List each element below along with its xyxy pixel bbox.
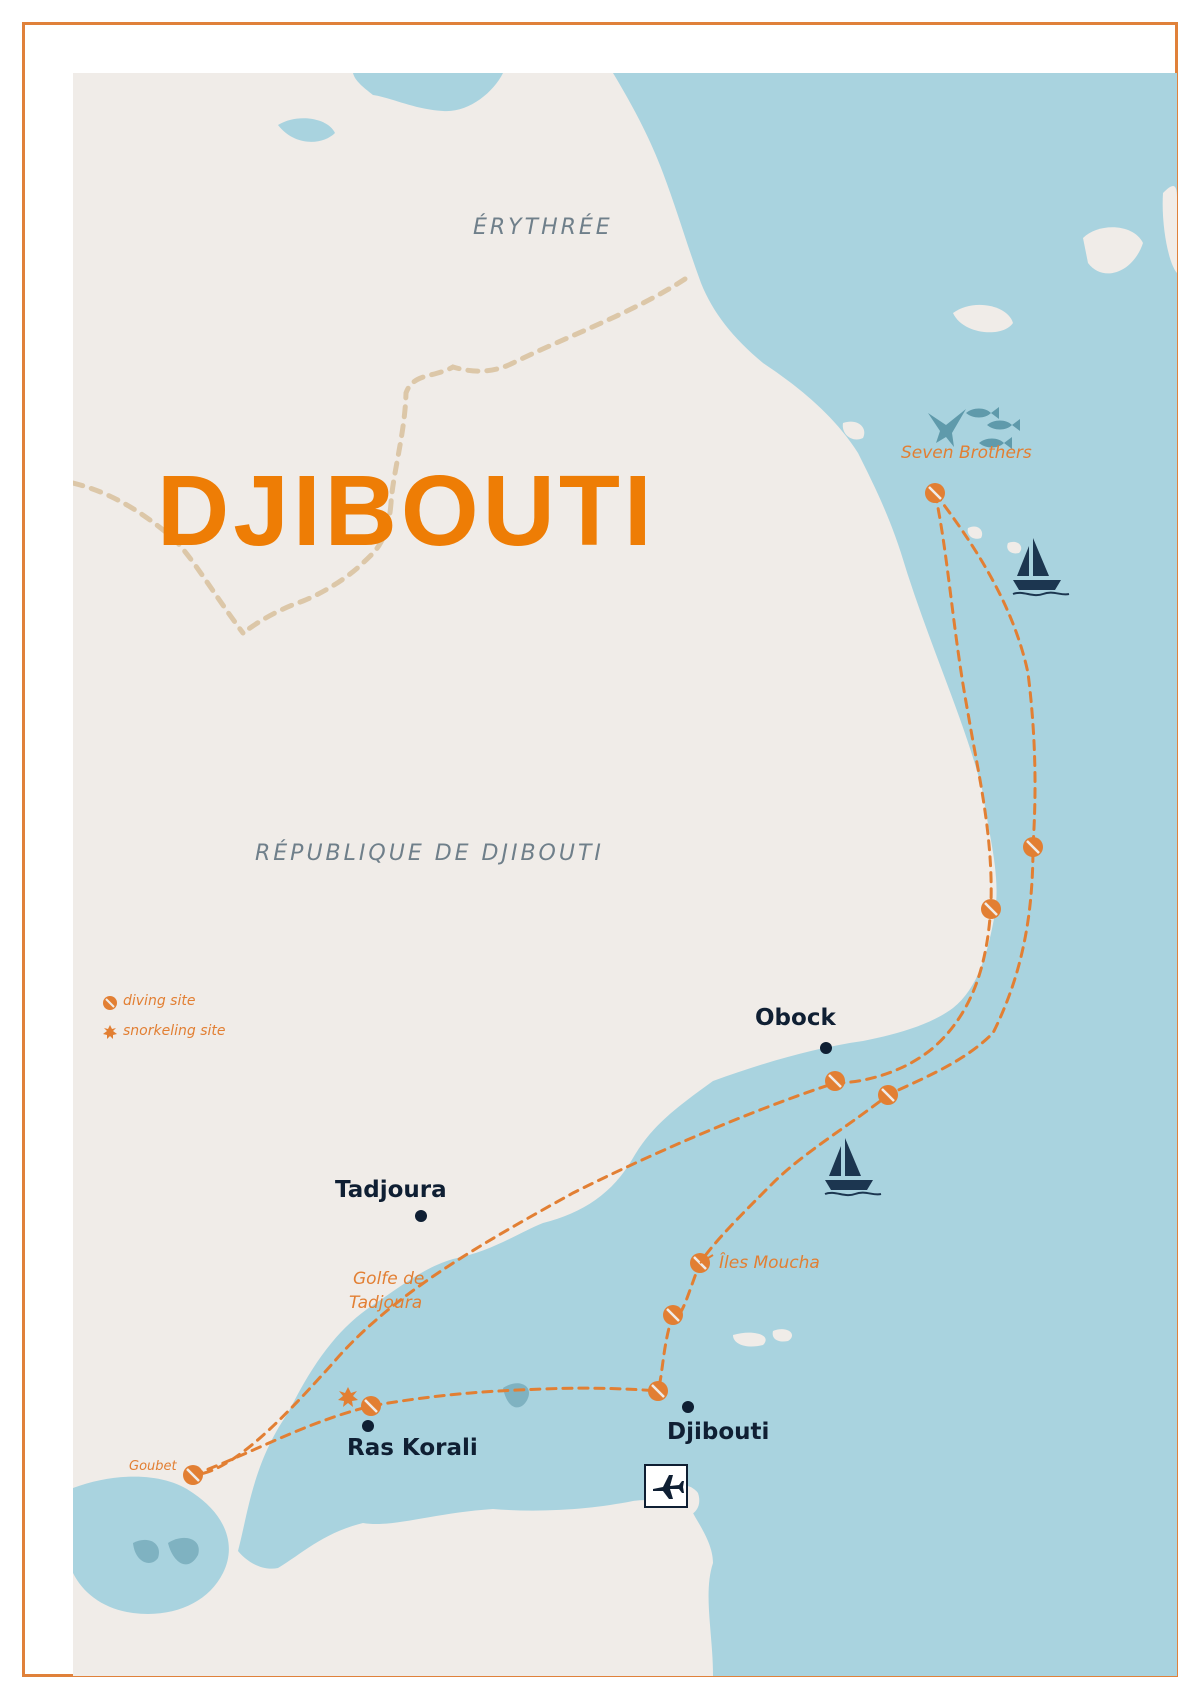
label-eritrea: ÉRYTHRÉE <box>473 215 613 240</box>
label-golfe-line2: Tadjoura <box>349 1293 423 1313</box>
legend-diving-marker <box>103 996 117 1010</box>
diving-site-icon[interactable] <box>663 1305 683 1325</box>
label-golfe-line1: Golfe de <box>353 1269 425 1289</box>
label-seven-brothers: Seven Brothers <box>901 443 1032 463</box>
island <box>278 118 335 142</box>
island <box>772 1329 793 1342</box>
pointer-line <box>699 1254 714 1264</box>
city-dot-tadjoura <box>415 1210 427 1222</box>
legend-snorkeling-marker <box>103 1025 117 1039</box>
city-dot-obock <box>820 1042 832 1054</box>
land-borders <box>73 276 688 636</box>
sea <box>238 73 1177 1676</box>
island <box>1083 227 1143 274</box>
fish-icon <box>966 407 1020 449</box>
city-dot-ras-korali <box>362 1420 374 1432</box>
lake <box>168 1537 199 1565</box>
diving-site-icon[interactable] <box>981 899 1001 919</box>
diving-site-icon[interactable] <box>648 1381 668 1401</box>
label-iles-moucha: Îles Moucha <box>719 1253 820 1273</box>
island <box>953 304 1013 333</box>
map: ÉRYTHRÉE RÉPUBLIQUE DE DJIBOUTI DJIBOUTI… <box>73 73 1177 1676</box>
label-ras-korali[interactable]: Ras Korali <box>347 1435 478 1461</box>
legend-diving-label: diving site <box>123 993 196 1009</box>
airport-icon[interactable] <box>644 1464 688 1508</box>
diving-site-icon[interactable] <box>1023 837 1043 857</box>
label-goubet: Goubet <box>129 1459 177 1474</box>
diving-sites <box>183 483 1043 1485</box>
label-djibouti-city[interactable]: Djibouti <box>667 1419 770 1445</box>
island <box>1007 541 1022 554</box>
diving-site-icon[interactable] <box>825 1071 845 1091</box>
lake <box>133 1539 159 1563</box>
diving-site-icon[interactable] <box>361 1396 381 1416</box>
island <box>1162 186 1177 273</box>
northern-bay <box>353 73 503 112</box>
sailboat-icon <box>1012 538 1070 597</box>
snorkeling-site-icon[interactable] <box>338 1387 358 1407</box>
label-tadjoura[interactable]: Tadjoura <box>335 1177 447 1203</box>
sailboat-icon <box>824 1138 882 1197</box>
diving-site-icon[interactable] <box>925 483 945 503</box>
island <box>967 526 983 539</box>
map-canvas <box>73 73 1177 1676</box>
diving-site-icon[interactable] <box>183 1465 203 1485</box>
dive-routes <box>191 491 1037 1477</box>
diving-site-icon[interactable] <box>878 1085 898 1105</box>
island <box>842 421 865 440</box>
label-republic: RÉPUBLIQUE DE DJIBOUTI <box>255 841 604 866</box>
island <box>733 1332 766 1347</box>
map-frame: ÉRYTHRÉE RÉPUBLIQUE DE DJIBOUTI DJIBOUTI… <box>22 22 1178 1677</box>
legend-snorkeling-label: snorkeling site <box>123 1023 226 1039</box>
manta-ray-icon <box>928 409 966 447</box>
label-obock[interactable]: Obock <box>755 1005 836 1031</box>
page-title: DJIBOUTI <box>157 455 656 567</box>
city-dot-djibouti <box>682 1401 694 1413</box>
